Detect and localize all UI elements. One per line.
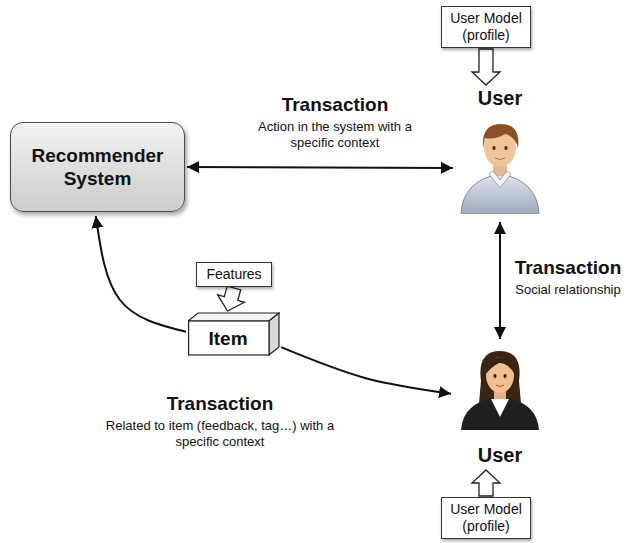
transaction-description: Social relationship (498, 282, 638, 298)
person-icon (455, 345, 545, 430)
transaction-description: Action in the system with a specific con… (245, 119, 425, 151)
transaction-label: Transaction (515, 257, 622, 279)
transaction-description: Related to item (feedback, tag…) with a … (105, 418, 335, 450)
hollow-arrow (472, 49, 500, 85)
connector-arrow (187, 166, 453, 169)
user-figure: User (455, 86, 545, 216)
hollow-arrow (218, 286, 245, 311)
node-text: User Model (profile) (446, 501, 526, 535)
node-text: User (478, 86, 522, 110)
connector-arrow (281, 347, 451, 394)
transaction-label: Transaction (167, 393, 274, 415)
item-cube: Item (188, 312, 280, 356)
user-model-box: User Model (profile) (441, 497, 531, 539)
features-box: Features (196, 262, 272, 287)
node-text: User (478, 443, 522, 467)
node-text: User Model (profile) (446, 10, 526, 44)
node-text: Recommender System (17, 144, 178, 190)
hollow-arrow (472, 470, 500, 496)
connector-arrow (499, 222, 501, 339)
node-text: Item (208, 328, 247, 350)
person-icon (455, 114, 545, 214)
user-model-box: User Model (profile) (441, 6, 531, 48)
recommender-box: Recommender System (10, 122, 185, 212)
transaction-label: Transaction (282, 94, 389, 116)
user-figure: User (455, 345, 545, 467)
connector-arrow (96, 216, 186, 332)
node-text: Features (201, 266, 267, 283)
